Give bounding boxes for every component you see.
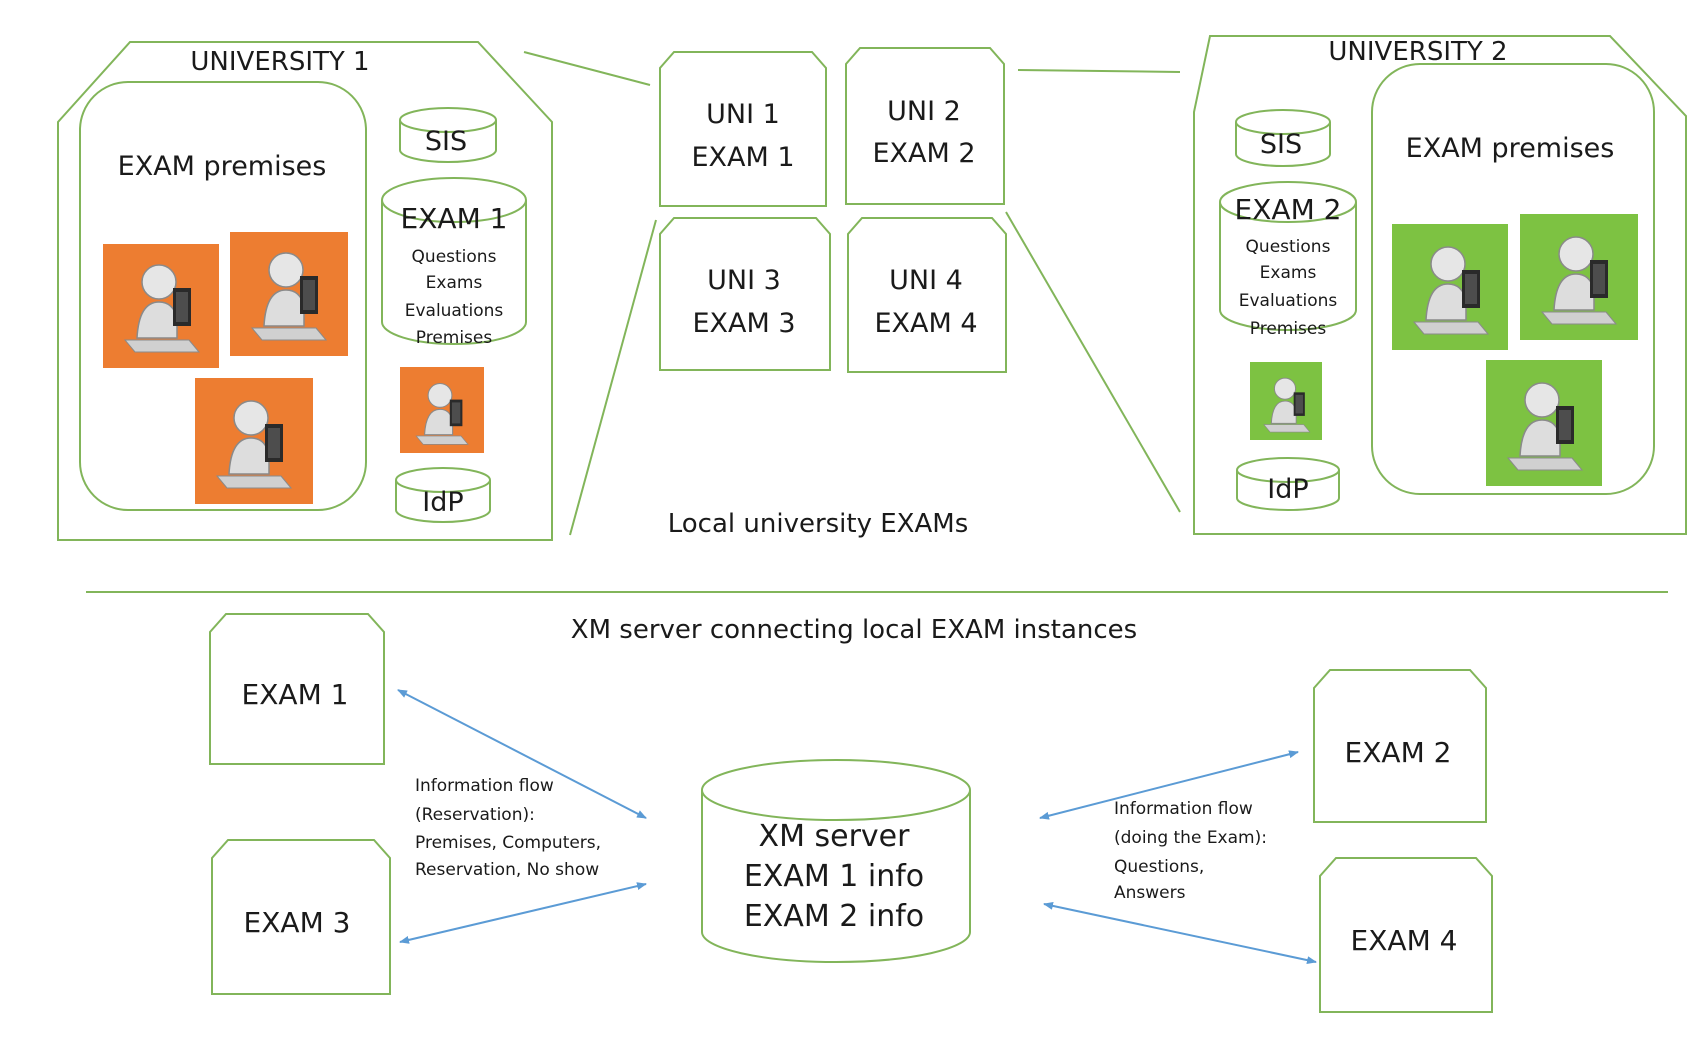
sis-2-database-icon xyxy=(1235,109,1331,167)
local-exam-label: EXAM 4 xyxy=(874,308,977,339)
idp-1-database-icon xyxy=(395,467,491,523)
connector-line xyxy=(523,51,651,86)
exam-premises-2-label: EXAM premises xyxy=(1406,133,1615,164)
local-exam-label: EXAM 3 xyxy=(692,308,795,339)
xm-section: EXAM 1 EXAM 3 EXAM 2 EXAM 4 XM server EX… xyxy=(209,613,1493,1013)
connector-line xyxy=(1017,69,1181,73)
idp-2-label: IdP xyxy=(1267,474,1308,505)
idp-1-label: IdP xyxy=(422,487,463,518)
university-1-title: UNIVERSITY 1 xyxy=(190,47,369,77)
user-computer-icon xyxy=(1520,214,1638,340)
xm-server-label: XM server xyxy=(759,819,911,854)
local-exam-label: UNI 2 xyxy=(887,96,961,127)
user-computer-icon xyxy=(1392,224,1508,350)
flow-right-text: (doing the Exam): xyxy=(1114,828,1267,848)
connector-line xyxy=(1005,211,1181,513)
exam-2-database-title: EXAM 2 xyxy=(1235,193,1342,226)
local-exam-label: EXAM 2 xyxy=(872,138,975,169)
user-computer-icon xyxy=(400,367,484,453)
flow-left-text: Reservation, No show xyxy=(415,860,599,880)
exam-2-database-item: Questions xyxy=(1246,237,1331,257)
user-computer-icon xyxy=(1250,362,1322,440)
local-exam-label: UNI 1 xyxy=(706,99,780,130)
local-exams-caption: Local university EXAMs xyxy=(668,509,969,539)
flow-arrow xyxy=(397,689,647,819)
exam-2-database-item: Exams xyxy=(1260,263,1317,283)
exam-node-label: EXAM 1 xyxy=(242,678,349,711)
exam-node-label: EXAM 2 xyxy=(1345,736,1452,769)
university-2-title: UNIVERSITY 2 xyxy=(1328,37,1507,67)
flow-right-text: Answers xyxy=(1114,883,1186,903)
user-computer-icon xyxy=(195,378,313,504)
idp-2-database-icon xyxy=(1236,457,1340,511)
xm-server-label: EXAM 1 info xyxy=(744,859,924,894)
flow-arrow xyxy=(1039,750,1299,820)
exam-2-database-item: Premises xyxy=(1250,319,1327,339)
local-exam-label: UNI 4 xyxy=(889,265,963,296)
local-exam-label: UNI 3 xyxy=(707,265,781,296)
flow-left-text: Information flow xyxy=(415,776,554,796)
university-1-group: UNIVERSITY 1 EXAM premises SIS EXAM 1 Qu… xyxy=(57,41,553,541)
exam-premises-1-box xyxy=(79,81,367,511)
exam-node-box xyxy=(1319,857,1493,1013)
flow-arrow xyxy=(399,882,647,944)
local-exams-group: UNI 1 EXAM 1 UNI 2 EXAM 2 UNI 3 EXAM 3 U… xyxy=(523,47,1181,539)
exam-1-database-item: Questions xyxy=(412,247,497,267)
sis-1-database-icon xyxy=(399,107,497,163)
connector-line xyxy=(569,219,657,536)
xm-server-database-icon xyxy=(701,759,971,963)
user-computer-icon xyxy=(103,244,219,368)
local-exam-box xyxy=(845,47,1005,205)
exam-premises-1-label: EXAM premises xyxy=(118,151,327,182)
exam-2-database-icon xyxy=(1219,181,1357,331)
local-exam-label: EXAM 1 xyxy=(691,142,794,173)
xm-caption: XM server connecting local EXAM instance… xyxy=(571,615,1137,645)
flow-right-text: Questions, xyxy=(1114,857,1204,877)
exam-1-database-item: Exams xyxy=(426,273,483,293)
flow-left-text: (Reservation): xyxy=(415,805,535,825)
exam-node-box xyxy=(1313,669,1487,823)
exam-node-label: EXAM 3 xyxy=(244,906,351,939)
exam-node-box xyxy=(209,613,385,765)
user-computer-icon xyxy=(230,232,348,356)
xm-server-label: EXAM 2 info xyxy=(744,899,924,934)
sis-2-label: SIS xyxy=(1260,129,1302,160)
exam-1-database-icon xyxy=(381,177,527,345)
flow-left-text: Premises, Computers, xyxy=(415,833,601,853)
local-exam-box xyxy=(847,217,1007,373)
flow-arrow xyxy=(1043,901,1317,965)
university-2-group: UNIVERSITY 2 EXAM premises SIS EXAM 2 Qu… xyxy=(1193,35,1687,535)
university-1-frame xyxy=(57,41,553,541)
exam-node-label: EXAM 4 xyxy=(1351,924,1458,957)
exam-1-database-title: EXAM 1 xyxy=(401,202,508,235)
exam-2-database-item: Evaluations xyxy=(1239,291,1338,311)
local-exam-box xyxy=(659,51,827,207)
local-exam-box xyxy=(659,217,831,371)
exam-1-database-item: Evaluations xyxy=(405,301,504,321)
sis-1-label: SIS xyxy=(425,126,467,157)
exam-1-database-item: Premises xyxy=(416,328,493,348)
exam-node-box xyxy=(211,839,391,995)
university-2-frame xyxy=(1193,35,1687,535)
flow-right-text: Information flow xyxy=(1114,799,1253,819)
exam-premises-2-box xyxy=(1371,63,1655,495)
user-computer-icon xyxy=(1486,360,1602,486)
